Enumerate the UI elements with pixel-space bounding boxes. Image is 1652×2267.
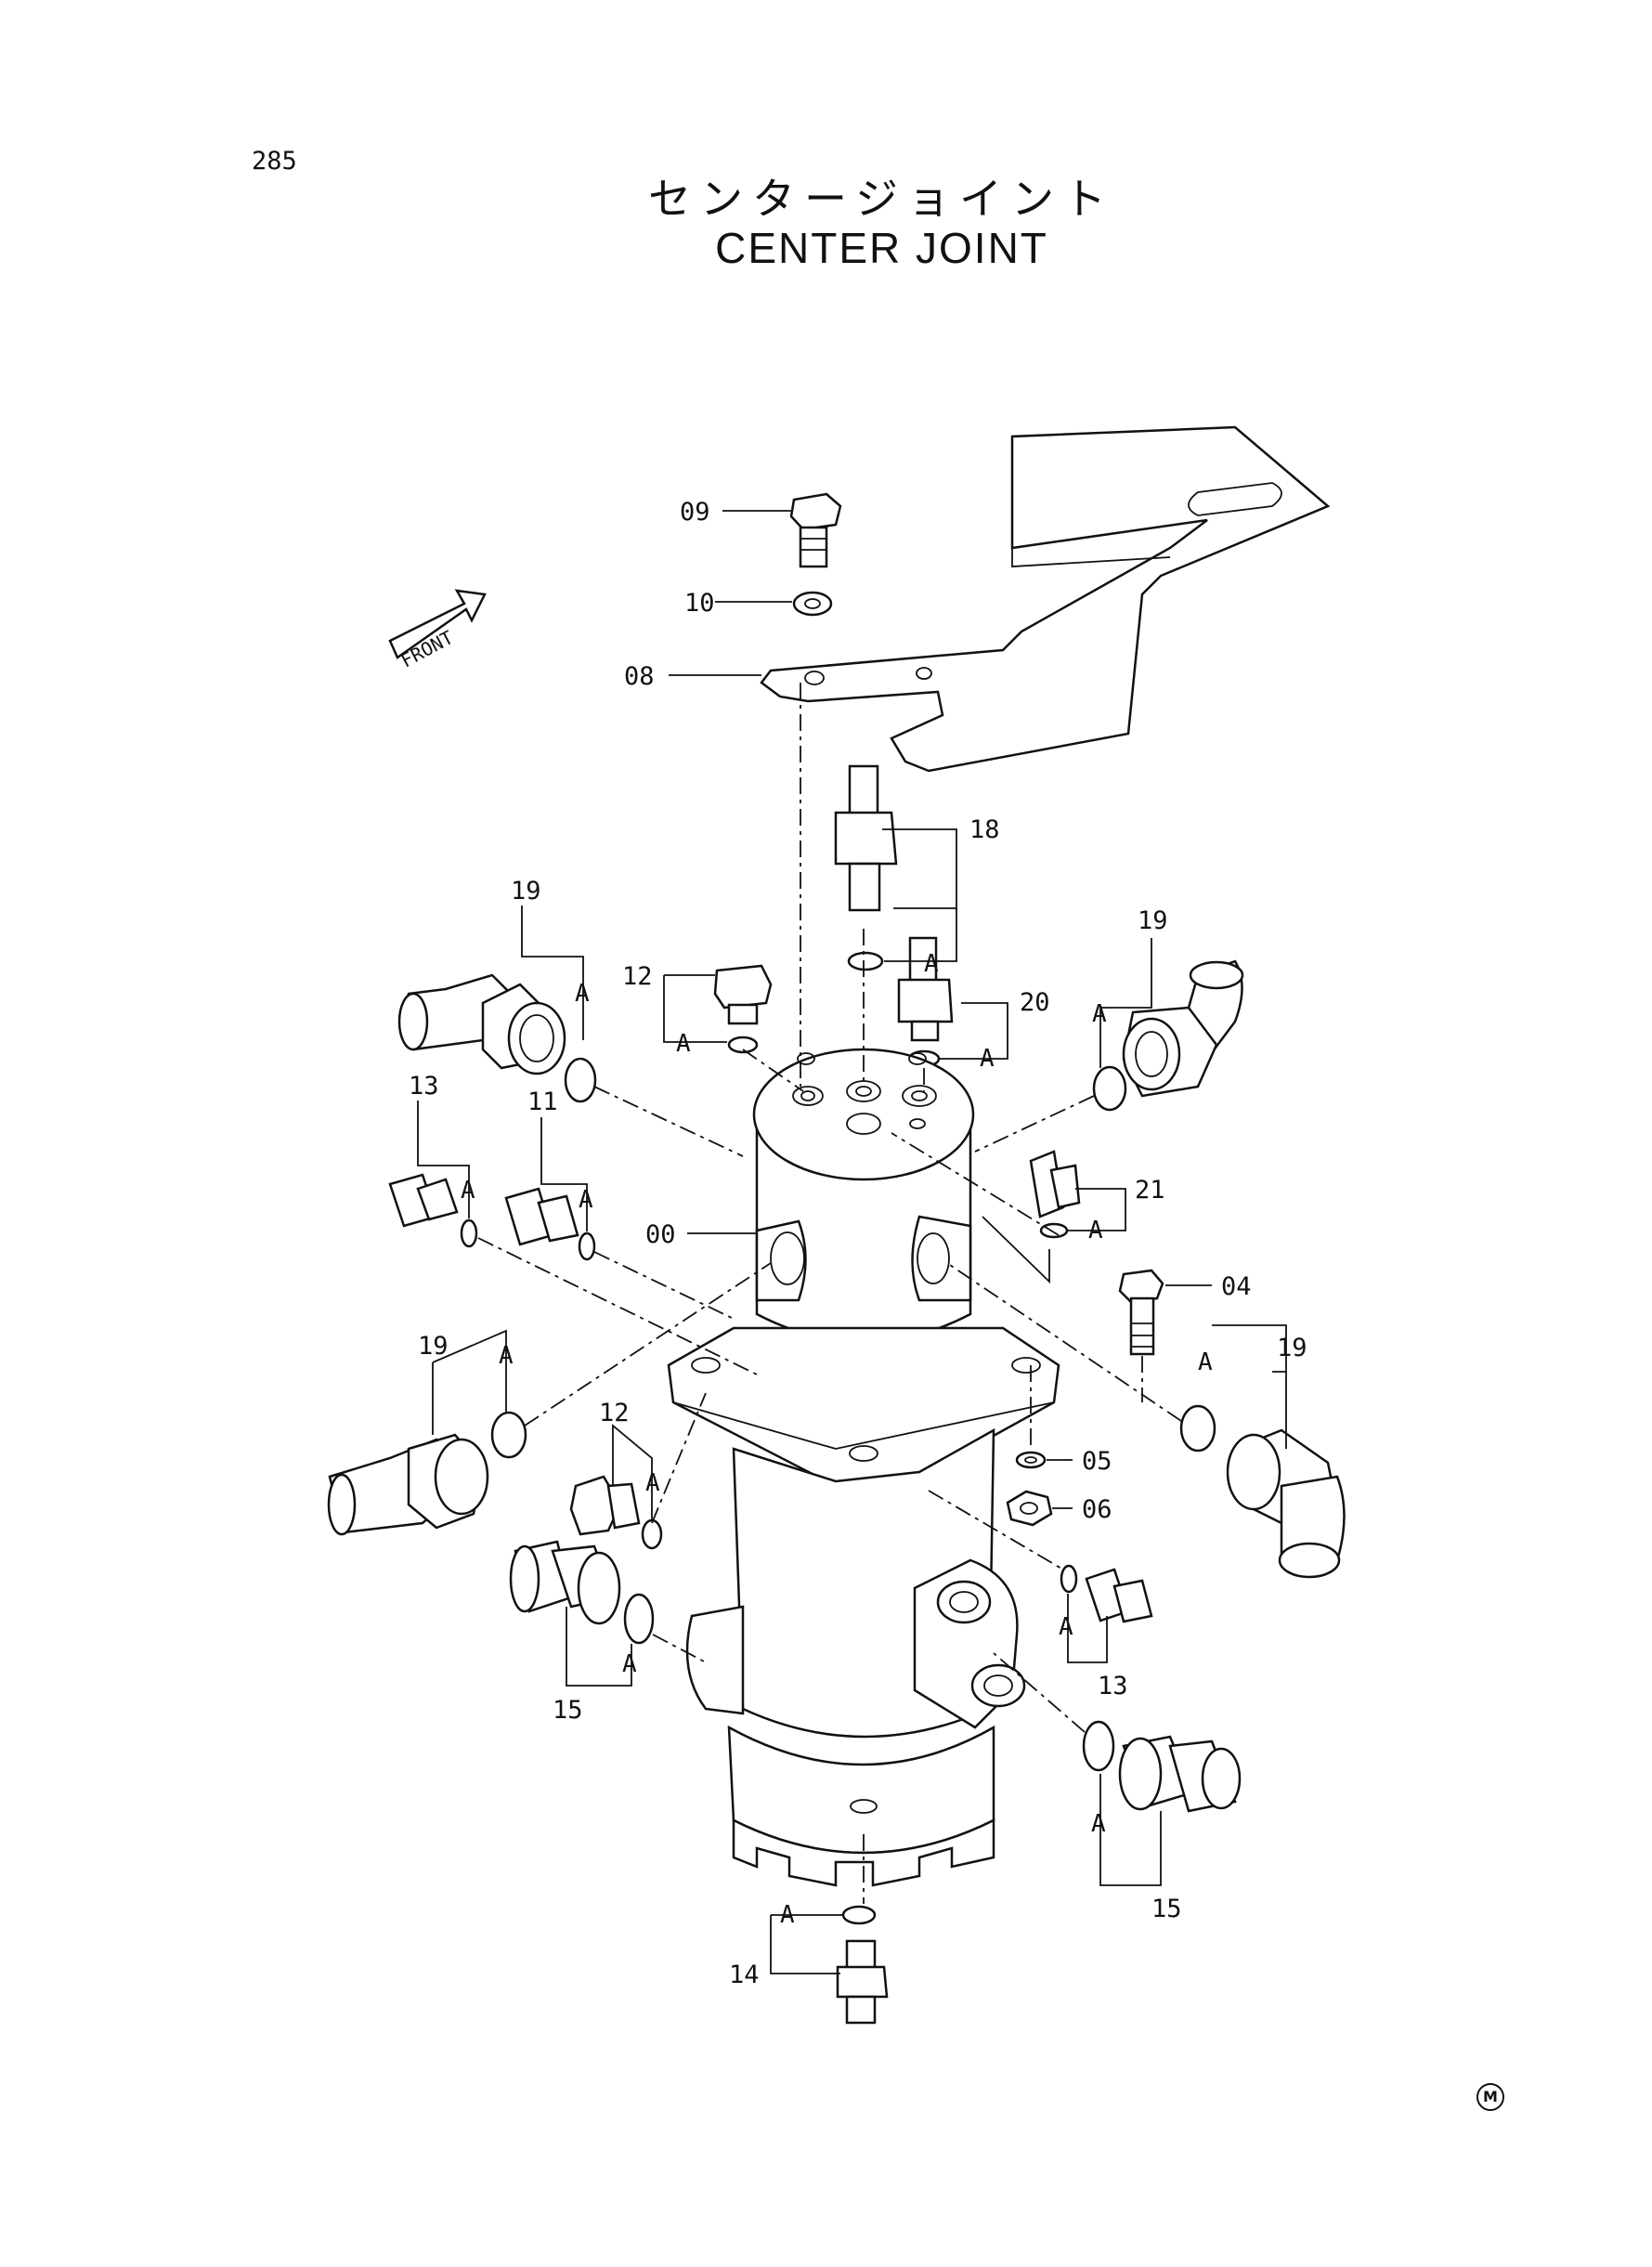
plug-12-top-icon bbox=[713, 964, 773, 1025]
bolt-04-icon bbox=[1118, 1269, 1164, 1356]
page-number: 285 bbox=[252, 147, 297, 176]
seal-a-19-upper-right: A bbox=[1092, 1000, 1107, 1028]
seal-a-14: A bbox=[780, 1901, 795, 1929]
callout-10: 10 bbox=[684, 589, 715, 618]
maker-mark-icon: M bbox=[1476, 2083, 1504, 2111]
fitting-15-left-icon bbox=[509, 1540, 621, 1625]
fitting-14-icon bbox=[836, 1939, 889, 2025]
seal-a-15-left: A bbox=[622, 1650, 637, 1678]
bracket-plate bbox=[760, 425, 1331, 773]
o-ring-21 bbox=[1039, 1222, 1069, 1239]
washer-05-icon bbox=[1015, 1451, 1047, 1469]
seal-a-13-right: A bbox=[1059, 1613, 1073, 1641]
seal-a-13-left: A bbox=[461, 1177, 475, 1205]
o-ring-11 bbox=[578, 1231, 596, 1261]
seal-a-15-right: A bbox=[1091, 1810, 1106, 1838]
seal-a-12-top: A bbox=[676, 1030, 691, 1058]
callout-14: 14 bbox=[729, 1961, 760, 1989]
seal-a-11: A bbox=[579, 1186, 593, 1214]
front-arrow-icon: FRONT bbox=[388, 589, 487, 672]
o-ring-19-lower-right bbox=[1179, 1404, 1216, 1453]
title-japanese: センタージョイント bbox=[647, 174, 1116, 224]
o-ring-18 bbox=[847, 951, 884, 971]
fitting-20-icon bbox=[897, 936, 954, 1042]
nut-06-icon bbox=[1006, 1490, 1053, 1527]
seal-a-19-upper-left: A bbox=[575, 980, 590, 1008]
callout-12-top: 12 bbox=[622, 962, 653, 991]
callout-19-upper-right: 19 bbox=[1138, 906, 1168, 935]
part-callouts: 09 10 08 18 19 12 20 19 13 11 21 00 04 1… bbox=[409, 498, 1307, 1989]
callout-15-left: 15 bbox=[553, 1696, 583, 1725]
callout-05: 05 bbox=[1082, 1447, 1112, 1476]
callout-19-lower-left: 19 bbox=[418, 1332, 449, 1361]
assembly-center-lines bbox=[477, 683, 1182, 1904]
callout-leaders bbox=[417, 510, 1287, 1974]
seal-a-19-lower-right: A bbox=[1198, 1348, 1213, 1376]
o-ring-13-right bbox=[1060, 1564, 1078, 1594]
seal-a-21: A bbox=[1088, 1217, 1103, 1244]
callout-08: 08 bbox=[624, 662, 655, 691]
o-ring-12-lower bbox=[641, 1518, 663, 1550]
o-ring-19-upper-right bbox=[1092, 1065, 1127, 1112]
fitting-11-icon bbox=[504, 1187, 579, 1246]
callout-15-right: 15 bbox=[1151, 1895, 1182, 1923]
callout-18: 18 bbox=[969, 815, 1000, 844]
o-ring-19-upper-left bbox=[564, 1057, 597, 1103]
callout-13-left: 13 bbox=[409, 1072, 439, 1101]
callout-00: 00 bbox=[645, 1220, 676, 1249]
bolt-09-icon bbox=[789, 492, 842, 568]
fitting-13-left-icon bbox=[388, 1173, 459, 1228]
washer-10-icon bbox=[792, 591, 833, 617]
fitting-15-right-icon bbox=[1118, 1735, 1242, 1813]
fitting-13-right-icon bbox=[1085, 1568, 1153, 1623]
seal-a-18: A bbox=[924, 950, 939, 978]
elbow-19-lower-right-icon bbox=[1226, 1428, 1346, 1579]
seal-markers: A A A A A A A A A A A A A A A bbox=[461, 950, 1213, 1929]
o-ring-19-lower-left bbox=[490, 1411, 527, 1459]
callout-09: 09 bbox=[680, 498, 710, 527]
title-english: CENTER JOINT bbox=[715, 224, 1048, 272]
elbow-19-upper-left-icon bbox=[397, 973, 566, 1075]
o-ring-15-right bbox=[1082, 1720, 1115, 1772]
callout-06: 06 bbox=[1082, 1495, 1112, 1524]
center-joint-body bbox=[667, 1048, 1060, 1887]
elbow-19-upper-right-icon bbox=[1122, 959, 1244, 1098]
callout-11: 11 bbox=[527, 1088, 558, 1116]
callout-19-lower-right: 19 bbox=[1277, 1334, 1307, 1362]
callout-21: 21 bbox=[1135, 1176, 1165, 1205]
callout-13-right: 13 bbox=[1098, 1672, 1128, 1700]
plug-12-lower-icon bbox=[569, 1475, 641, 1536]
seal-a-20: A bbox=[980, 1045, 995, 1073]
fitting-21-icon bbox=[1029, 1150, 1081, 1218]
seal-a-19-lower-left: A bbox=[499, 1342, 514, 1370]
callout-12-lower: 12 bbox=[599, 1399, 630, 1427]
elbow-19-lower-left-icon bbox=[327, 1433, 489, 1536]
fitting-18-icon bbox=[834, 764, 898, 912]
seal-a-12-lower: A bbox=[645, 1469, 660, 1497]
o-ring-12-top bbox=[727, 1036, 759, 1054]
callout-19-upper-left: 19 bbox=[511, 877, 541, 905]
o-ring-15-left bbox=[623, 1593, 655, 1645]
o-ring-14 bbox=[841, 1905, 877, 1925]
o-ring-13-left bbox=[460, 1218, 478, 1248]
callout-20: 20 bbox=[1020, 988, 1050, 1017]
callout-04: 04 bbox=[1221, 1272, 1252, 1301]
